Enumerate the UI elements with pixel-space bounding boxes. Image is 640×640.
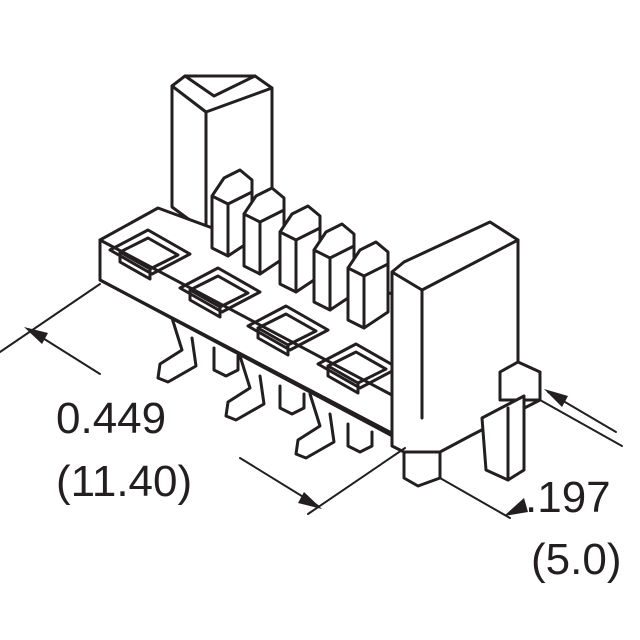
arrow-up-icon [544, 389, 568, 407]
solder-tail [156, 316, 240, 384]
solder-tails [156, 316, 374, 460]
contact-pins [210, 168, 390, 330]
depth-inches-label: .197 [525, 473, 611, 522]
arrow-left-icon [24, 327, 48, 344]
arrow-down-icon [504, 498, 528, 516]
length-inches-label: 0.449 [56, 394, 167, 443]
contact-pin [278, 204, 322, 294]
extension-line [539, 399, 623, 447]
length-millimeters-label: (11.40) [56, 457, 193, 506]
socket [178, 266, 262, 319]
solder-tail [294, 392, 374, 460]
extension-line [307, 447, 406, 515]
dimension-depth [439, 389, 623, 519]
sockets [108, 228, 400, 395]
dimension-length [0, 283, 406, 515]
contact-pin [346, 240, 390, 330]
socket [246, 304, 330, 357]
right-latch [390, 220, 542, 488]
solder-tail [224, 354, 306, 422]
depth-millimeters-label: (5.0) [531, 535, 622, 584]
arrow-right-icon [298, 492, 322, 509]
extension-line [439, 477, 511, 519]
socket [108, 228, 192, 281]
extension-line [0, 283, 101, 353]
